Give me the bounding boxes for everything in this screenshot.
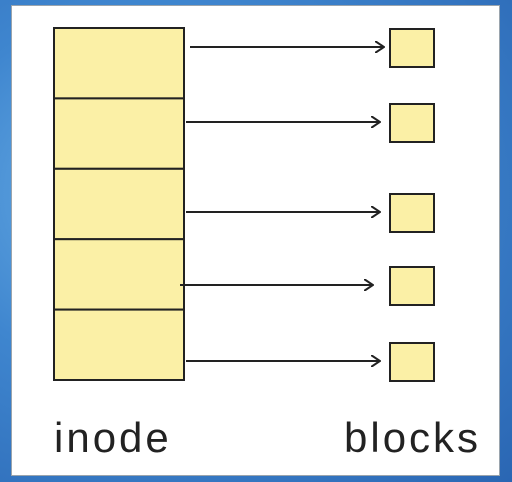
inode-slot: [53, 308, 185, 382]
data-block: [389, 266, 435, 306]
data-block: [389, 28, 435, 68]
data-block: [389, 342, 435, 382]
inode-slot: [53, 27, 185, 100]
inode-slot: [53, 97, 185, 170]
inode-table: [53, 27, 185, 382]
data-block: [389, 193, 435, 233]
blocks-label: blocks: [344, 414, 482, 461]
inode-slot: [53, 167, 185, 241]
pointer-arrows: [180, 47, 383, 361]
data-block: [389, 103, 435, 143]
data-blocks: [389, 28, 435, 382]
inode-slot: [53, 238, 185, 311]
inode-label: inode: [54, 414, 172, 461]
